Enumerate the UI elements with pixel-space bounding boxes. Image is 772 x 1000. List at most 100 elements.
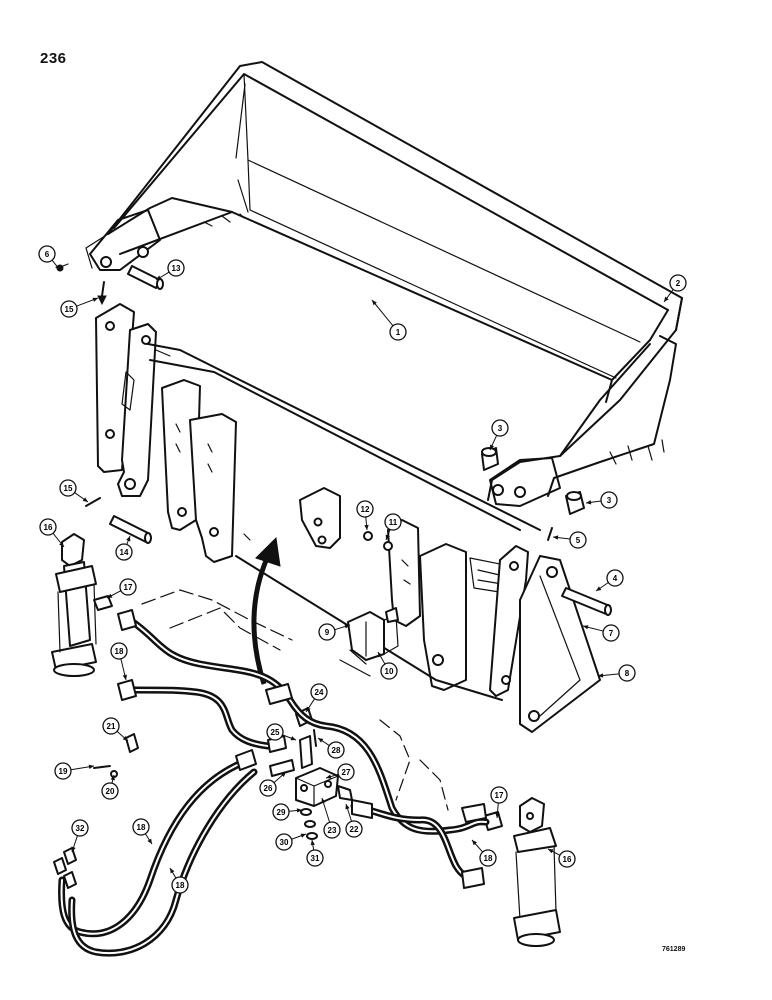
callout-label: 14 bbox=[120, 548, 129, 557]
callout-11: 11 bbox=[384, 513, 402, 541]
callout-circle bbox=[110, 642, 128, 660]
callout-label: 10 bbox=[385, 667, 394, 676]
right-mount-plate bbox=[519, 555, 601, 733]
callout-arrowhead bbox=[59, 541, 64, 547]
cylinder-right bbox=[513, 797, 561, 947]
callout-circle bbox=[38, 245, 56, 263]
callout-circle bbox=[380, 662, 398, 680]
callout-arrowhead bbox=[385, 534, 390, 540]
callout-23: 23 bbox=[321, 797, 341, 839]
callout-circle bbox=[71, 819, 89, 837]
callout-label: 15 bbox=[64, 484, 73, 493]
attachment-outline bbox=[141, 589, 449, 811]
callout-label: 17 bbox=[124, 583, 133, 592]
callout-circle bbox=[569, 531, 587, 549]
callout-3: 3 bbox=[585, 491, 618, 509]
callout-layer: 1233456789101112131415151616171718181818… bbox=[38, 245, 687, 894]
callout-label: 11 bbox=[389, 518, 398, 527]
callout-29: 29 bbox=[272, 803, 303, 821]
callout-circle bbox=[101, 782, 119, 800]
callout-label: 18 bbox=[176, 881, 185, 890]
callout-label: 9 bbox=[325, 628, 330, 637]
callout-circle bbox=[115, 543, 133, 561]
callout-circle bbox=[669, 274, 687, 292]
callout-arrowhead bbox=[92, 297, 98, 302]
callout-25: 25 bbox=[266, 723, 297, 741]
bucket bbox=[85, 61, 683, 507]
callout-26: 26 bbox=[259, 771, 287, 797]
callout-arrowhead bbox=[364, 524, 369, 530]
callout-circle bbox=[327, 741, 345, 759]
callout-label: 17 bbox=[495, 791, 504, 800]
callout-30: 30 bbox=[275, 833, 307, 851]
callout-arrowhead bbox=[300, 833, 306, 838]
callout-circle bbox=[60, 300, 78, 318]
callout-arrowhead bbox=[170, 868, 175, 874]
callout-17: 17 bbox=[106, 578, 137, 599]
callout-circle bbox=[59, 479, 77, 497]
callout-label: 28 bbox=[332, 746, 341, 755]
callout-arrowhead bbox=[147, 838, 152, 844]
callout-label: 3 bbox=[498, 424, 503, 433]
callout-arrowhead bbox=[495, 812, 500, 818]
hydraulic-hoses bbox=[58, 609, 490, 957]
callout-label: 18 bbox=[115, 647, 124, 656]
callout-circle bbox=[275, 833, 293, 851]
callout-7: 7 bbox=[582, 624, 620, 642]
callout-arrowhead bbox=[372, 300, 377, 306]
callout-18: 18 bbox=[169, 867, 189, 894]
callout-arrowhead bbox=[71, 846, 76, 852]
callout-circle bbox=[602, 624, 620, 642]
coupler-frame bbox=[95, 303, 541, 701]
callout-13: 13 bbox=[155, 259, 185, 281]
callout-circle bbox=[266, 723, 284, 741]
callout-circle bbox=[132, 818, 150, 836]
callout-circle bbox=[600, 491, 618, 509]
callout-label: 27 bbox=[342, 768, 351, 777]
callout-circle bbox=[479, 849, 497, 867]
callout-label: 19 bbox=[59, 767, 68, 776]
callout-circle bbox=[606, 569, 624, 587]
callout-arrowhead bbox=[321, 798, 326, 804]
callout-label: 20 bbox=[106, 787, 115, 796]
callout-label: 13 bbox=[172, 264, 181, 273]
callout-circle bbox=[337, 763, 355, 781]
callout-circle bbox=[345, 820, 363, 838]
callout-label: 26 bbox=[264, 784, 273, 793]
callout-arrowhead bbox=[548, 849, 554, 854]
small-parts bbox=[53, 263, 612, 889]
callout-arrowhead bbox=[82, 497, 88, 502]
callout-9: 9 bbox=[318, 623, 351, 641]
callout-circle bbox=[491, 419, 509, 437]
callout-17: 17 bbox=[490, 786, 508, 819]
callout-label: 32 bbox=[76, 824, 85, 833]
callout-28: 28 bbox=[317, 737, 345, 759]
callout-label: 15 bbox=[65, 305, 74, 314]
callout-arrowhead bbox=[664, 296, 669, 302]
callout-arrowhead bbox=[107, 593, 113, 598]
callout-arrowhead bbox=[598, 673, 604, 678]
callout-3: 3 bbox=[489, 419, 509, 451]
callout-16: 16 bbox=[39, 518, 65, 548]
callout-label: 16 bbox=[44, 523, 53, 532]
callout-arrowhead bbox=[378, 652, 383, 658]
callout-arrowhead bbox=[490, 444, 495, 450]
callout-4: 4 bbox=[595, 569, 624, 592]
callout-label: 24 bbox=[315, 688, 324, 697]
callout-circle bbox=[167, 259, 185, 277]
callout-circle bbox=[384, 513, 402, 531]
callout-label: 1 bbox=[396, 328, 401, 337]
callout-32: 32 bbox=[71, 819, 89, 853]
callout-14: 14 bbox=[115, 535, 133, 561]
callout-arrowhead bbox=[345, 804, 350, 810]
callout-19: 19 bbox=[54, 762, 95, 780]
callout-arrowhead bbox=[156, 275, 162, 280]
callout-circle bbox=[389, 323, 407, 341]
callout-arrowhead bbox=[344, 624, 350, 629]
callout-arrowhead bbox=[88, 764, 94, 769]
callout-arrowhead bbox=[583, 625, 589, 630]
callout-circle bbox=[318, 623, 336, 641]
callout-10: 10 bbox=[377, 651, 398, 680]
callout-arrowhead bbox=[596, 586, 602, 591]
